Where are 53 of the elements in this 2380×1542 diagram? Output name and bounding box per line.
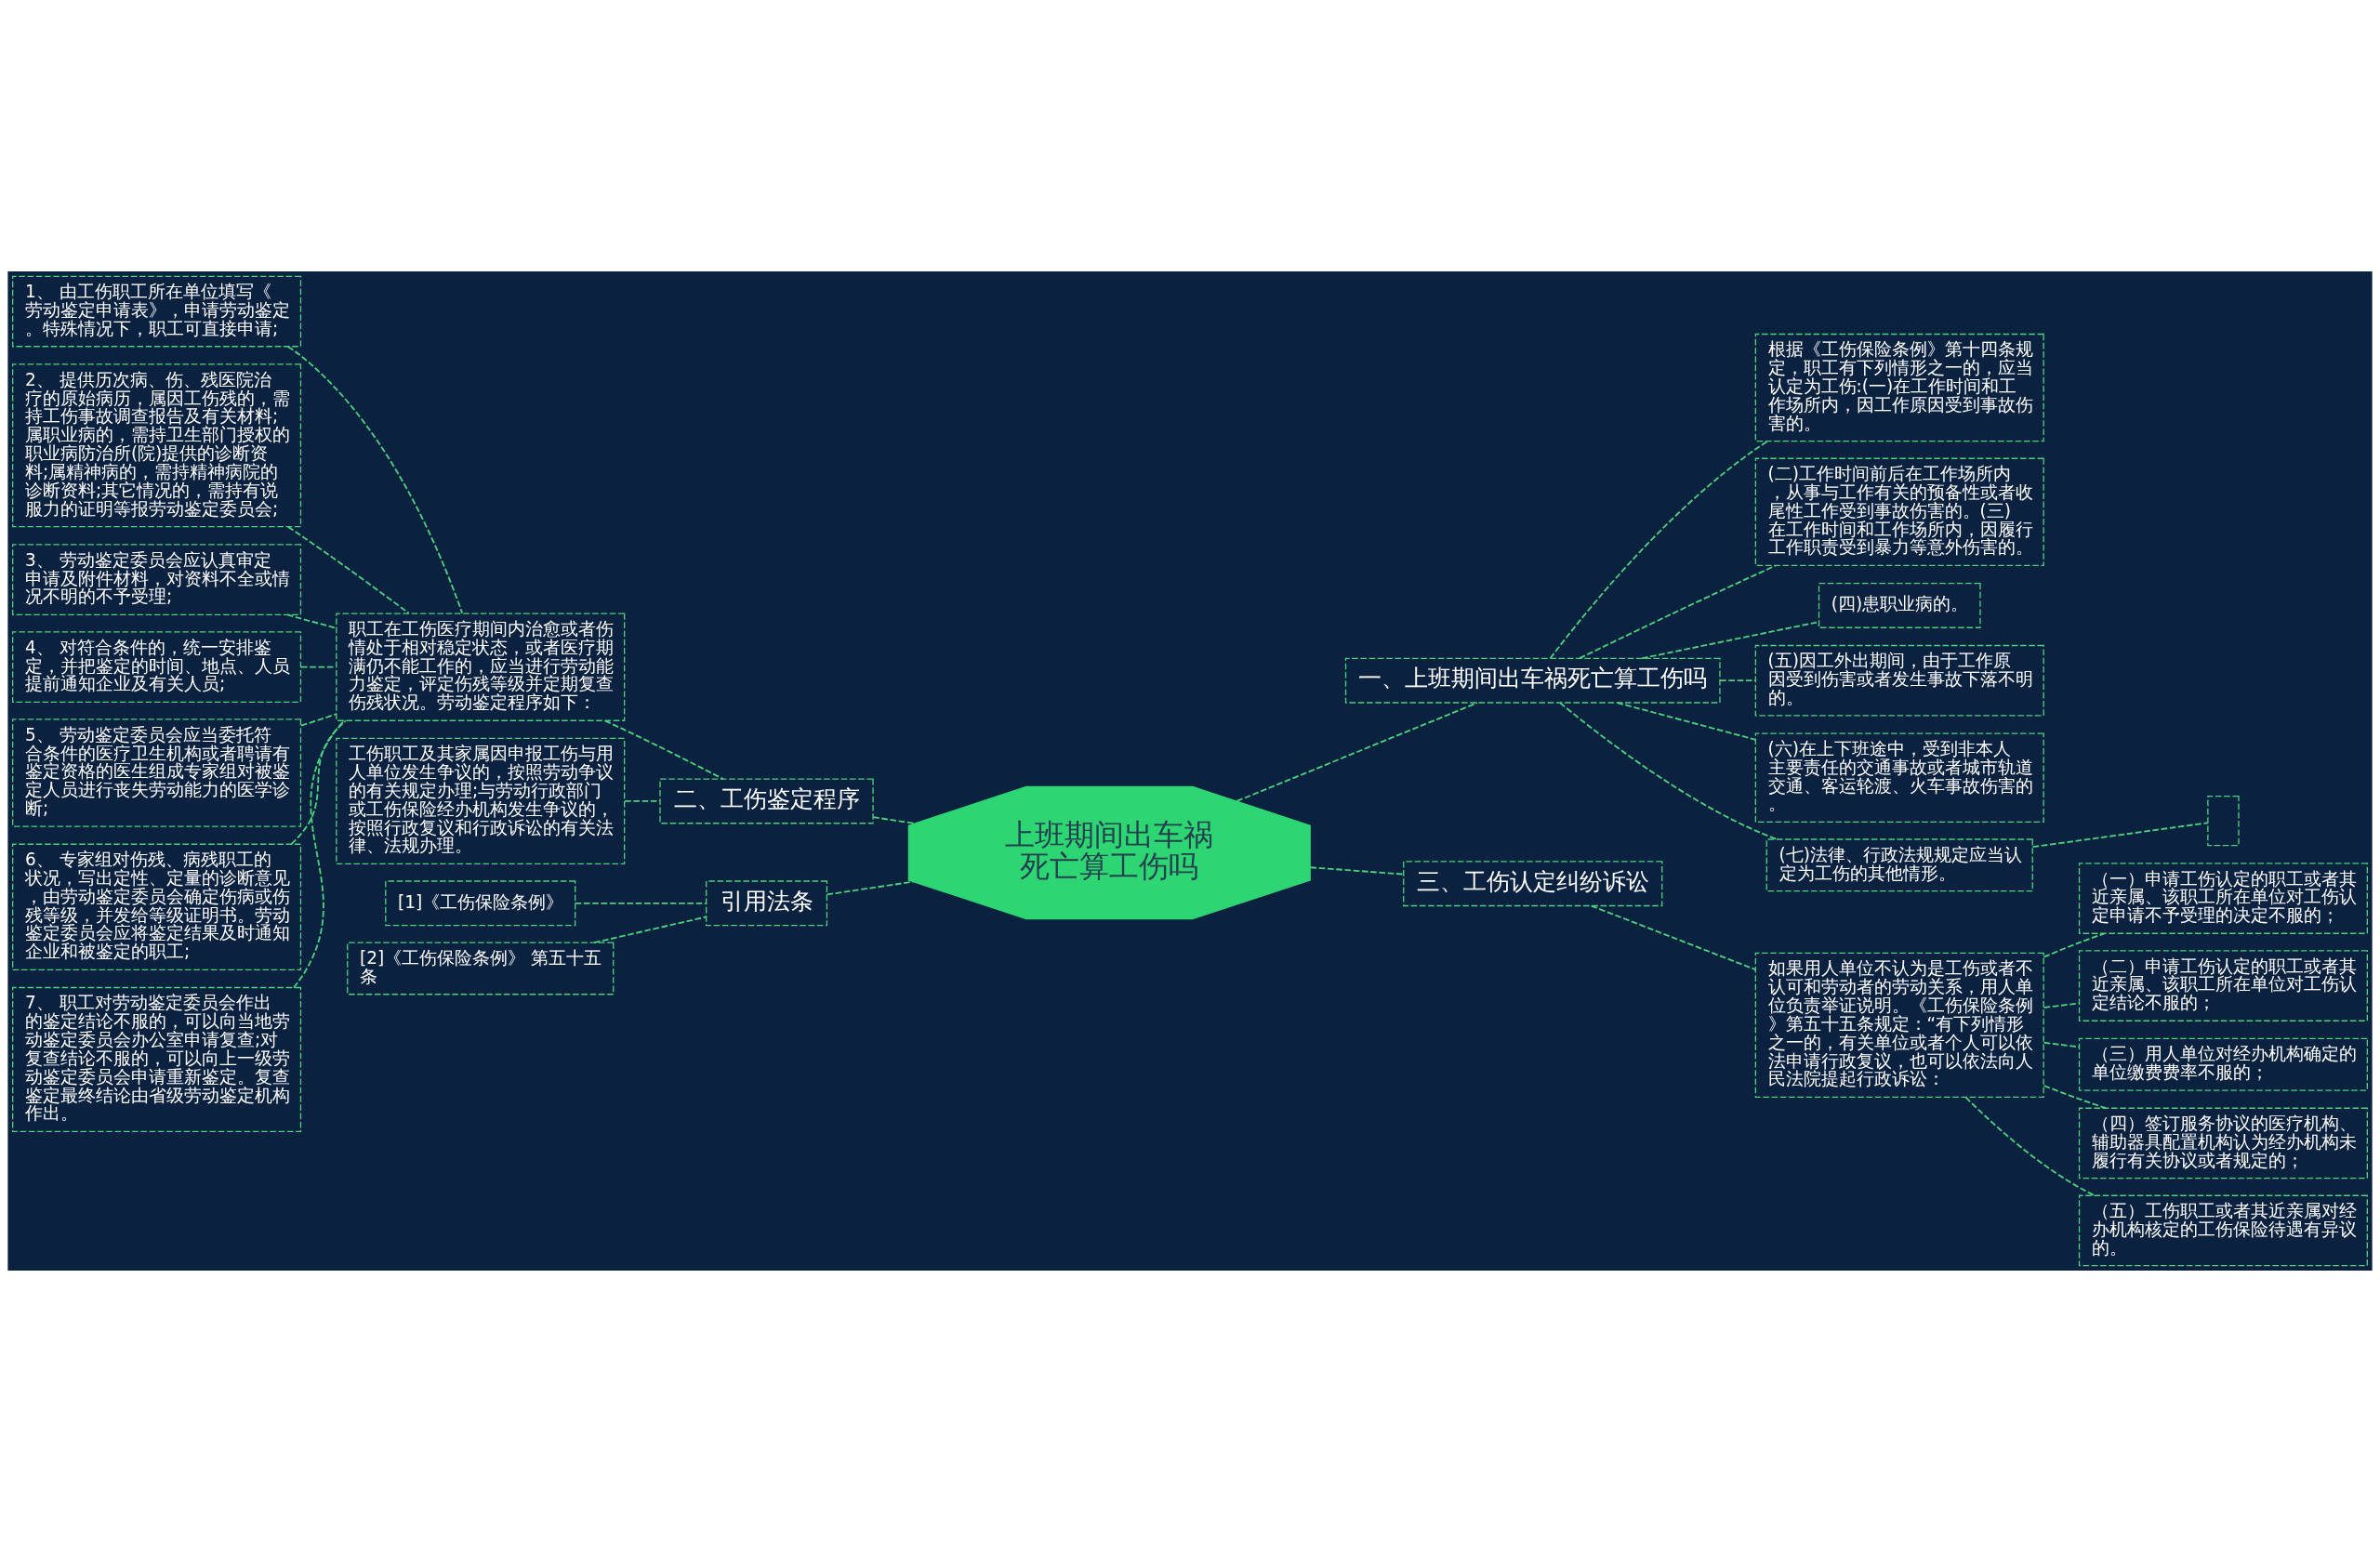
node-box: （一）申请工伤认定的职工或者其近亲属、该职工所在单位对工伤认定申请不予受理的决定不服的；: [2078, 863, 2368, 934]
node-box: 4、 对符合条件的，统一安排鉴定，并把鉴定的时间、地点、人员提前通知企业及有关人员;: [12, 631, 302, 703]
node-box: （五）工伤职工或者其近亲属对经办机构核定的工伤保险待遇有异议的。: [2078, 1194, 2368, 1267]
connector: [1964, 1096, 2096, 1197]
node-box: (二)工作时间前后在工作场所内，从事与工作有关的预备性或者收尾性工作受到事故伤害的。(三)在工作时间和工作场所内，因履行工作职责受到暴力等意外伤害的。: [1754, 457, 2044, 567]
node-box: (六)在上下班途中，受到非本人主要责任的交通事故或者城市轨道交通、客运轮渡、火车事故伤害的。: [1754, 732, 2044, 824]
connector: [1719, 679, 1757, 682]
node-box: （三）用人单位对经办机构确定的单位缴费费率不服的；: [2078, 1037, 2368, 1091]
connector: [2043, 1041, 2080, 1048]
node-box: (五)因工外出期间，由于工作原因受到伤害或者发生事故下落不明的。: [1754, 644, 2044, 717]
connector: [1590, 904, 1756, 971]
connector: [290, 719, 347, 845]
node-box: 2、 提供历次病、伤、残医院治疗的原始病历，属因工伤残的，需持工伤事故调查报告及有关材料;属职业病的，需持卫生部门授权的职业病防治所(院)提供的诊断资料;属精神病的，需持精神病院的诊断资料;其它情况的，需持有说服力的证明等报劳动鉴定委员会;: [12, 363, 302, 528]
node-box: [1]《工伤保险条例》: [385, 880, 576, 927]
node-box: 三、工伤认定纠纷诉讼: [1403, 861, 1663, 907]
connector: [2043, 1002, 2080, 1008]
node-box: （二）申请工伤认定的职工或者其近亲属、该职工所在单位对工伤认定结论不服的；: [2078, 950, 2368, 1021]
connector: [603, 719, 724, 780]
node-box: 6、 专家组对伤残、病残职工的状况，写出定性、定量的诊断意见，由劳动鉴定委员会确定伤病或伤残等级，并发给等级证明书。劳动鉴定委员会应将鉴定结果及时通知企业和被鉴定的职工;: [12, 843, 302, 970]
connector: [1579, 564, 1777, 660]
node-box: 3、 劳动鉴定委员会应认真审定申请及附件材料，对资料不全或情况不明的不予受理;: [12, 544, 302, 616]
connector: [293, 719, 346, 989]
connector: [574, 902, 707, 904]
connector: [2043, 932, 2106, 958]
connector: [872, 816, 916, 824]
connector: [593, 916, 707, 944]
node-box: 7、 职工对劳动鉴定委员会作出的鉴定结论不服的，可以向当地劳动鉴定委员会办公室申请复查;对复查结论不服的，可以向上一级劳动鉴定委员会申请重新鉴定。复查鉴定最终结论由省级劳动鉴定机构作出。: [12, 986, 302, 1133]
connector: [287, 525, 410, 614]
connector: [2031, 822, 2209, 849]
node-box: 如果用人单位不认为是工伤或者不认可和劳动者的劳动关系，用人单位负责举证说明。《工伤保险条例》第五十五条规定：“有下列情形之一的，有关单位或者个人可以依法申请行政复议，也可以依法向人民法院提起行政诉讼：: [1754, 952, 2044, 1098]
node-box: 工伤职工及其家属因申报工伤与用人单位发生争议的，按照劳动争议的有关规定办理;与劳动行政部门或工伤保险经办机构发生争议的，按照行政复议和行政诉讼的有关法律、法规办理。: [336, 737, 626, 865]
connector: [1549, 440, 1769, 660]
connector: [1559, 702, 1778, 840]
node-box: (七)法律、行政法规规定应当认定为工伤的其他情形。: [1765, 838, 2033, 892]
node-box: [2207, 796, 2240, 847]
node-box: 1、 由工伤职工所在单位填写《劳动鉴定申请表》，申请劳动鉴定。特殊情况下，职工可直接申请;: [12, 275, 302, 348]
connector: [286, 613, 337, 629]
connector: [826, 880, 915, 896]
connector: [286, 346, 464, 614]
node-box: [2]《工伤保险条例》 第五十五条: [347, 942, 615, 995]
node-box: （四）签订服务协议的医疗机构、辅助器具配置机构认为经办机构未履行有关协议或者规定的；: [2078, 1107, 2368, 1180]
connector: [1236, 702, 1478, 802]
connector: [1616, 702, 1757, 741]
node-box: 二、工伤鉴定程序: [659, 778, 874, 824]
connector: [300, 713, 337, 727]
node-box: 根据《工伤保险条例》第十四条规定，职工有下列情形之一的，应当认定为工伤:(一)在工作时间和工作场所内，因工作原因受到事故伤害的。: [1754, 333, 2044, 442]
node-box: 5、 劳动鉴定委员会应当委托符合条件的医疗卫生机构或者聘请有鉴定资格的医生组成专家组对被鉴定人员进行丧失劳动能力的医学诊断;: [12, 718, 302, 827]
connector: [624, 800, 661, 802]
node-box: 职工在工伤医疗期间内治愈或者伤情处于相对稳定状态，或者医疗期满仍不能工作的，应当进行劳动能力鉴定，评定伤残等级并定期复查伤残状况。劳动鉴定程序如下：: [336, 613, 626, 721]
node-box: 一、上班期间出车祸死亡算工伤吗: [1344, 657, 1721, 704]
node-box: 引用法条: [706, 880, 828, 927]
connector: [1309, 866, 1405, 876]
node-box: (四)患职业病的。: [1818, 582, 1981, 628]
